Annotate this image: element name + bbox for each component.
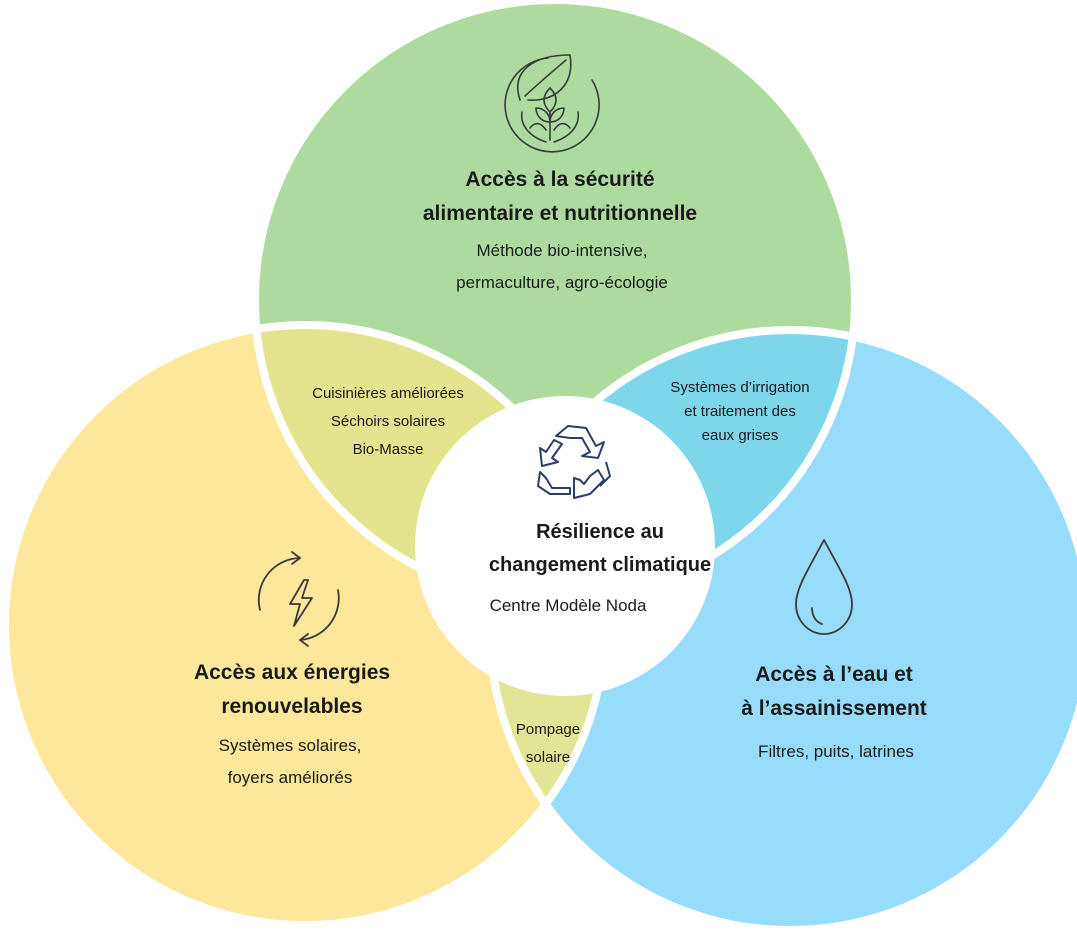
food-energy-line-2: Séchoirs solaires bbox=[330, 413, 446, 430]
food-title-line-1: Accès à la sécurité bbox=[465, 168, 655, 191]
food-subtitle: Méthode bio-intensive, permaculture, agr… bbox=[456, 235, 668, 299]
energy-title: Accès aux énergies renouvelables bbox=[194, 656, 390, 724]
energy-water-line-2: solaire bbox=[525, 749, 571, 766]
energy-title-line-1: Accès aux énergies bbox=[193, 661, 391, 684]
water-subtitle: Filtres, puits, latrines bbox=[758, 736, 914, 768]
food-water-line-1: Systèmes d’irrigation bbox=[670, 379, 810, 396]
water-title-line-1: Accès à l’eau et bbox=[755, 663, 913, 686]
recycle-icon bbox=[537, 425, 611, 499]
center-subtitle: Centre Modèle Noda bbox=[489, 596, 647, 615]
center-title-line-2: changement climatique bbox=[488, 554, 712, 576]
center-circle bbox=[415, 396, 715, 696]
energy-subtitle-line-1: Systèmes solaires, bbox=[218, 736, 362, 755]
food-energy-line-3: Bio-Masse bbox=[352, 441, 424, 458]
leaf-hands-icon bbox=[504, 54, 600, 153]
center-title: Résilience au changement climatique bbox=[489, 516, 711, 582]
food-energy-line-1: Cuisinières améliorées bbox=[312, 385, 464, 402]
food-energy-text: Cuisinières améliorées Séchoirs solaires… bbox=[312, 380, 464, 464]
food-title-line-2: alimentaire et nutritionnelle bbox=[422, 202, 698, 225]
water-subtitle-line-1: Filtres, puits, latrines bbox=[758, 742, 914, 761]
food-water-line-3: eaux grises bbox=[701, 427, 779, 444]
center-title-line-1: Résilience au bbox=[536, 521, 664, 543]
energy-water-line-1: Pompage bbox=[515, 721, 581, 738]
food-title: Accès à la sécurité alimentaire et nutri… bbox=[423, 163, 697, 231]
food-subtitle-line-1: Méthode bio-intensive, bbox=[476, 241, 648, 260]
energy-subtitle-line-2: foyers améliorés bbox=[227, 768, 353, 787]
food-water-line-2: et traitement des bbox=[684, 403, 796, 420]
lightning-cycle-icon bbox=[257, 551, 340, 647]
food-water-text: Systèmes d’irrigation et traitement des … bbox=[670, 374, 809, 450]
water-drop-icon bbox=[795, 539, 853, 635]
water-title: Accès à l’eau et à l’assainissement bbox=[741, 658, 927, 726]
energy-title-line-2: renouvelables bbox=[221, 695, 363, 718]
food-subtitle-line-2: permaculture, agro-écologie bbox=[456, 273, 668, 292]
energy-water-text: Pompage solaire bbox=[516, 716, 580, 772]
water-title-line-2: à l’assainissement bbox=[741, 697, 927, 720]
energy-subtitle: Systèmes solaires, foyers améliorés bbox=[219, 730, 362, 794]
